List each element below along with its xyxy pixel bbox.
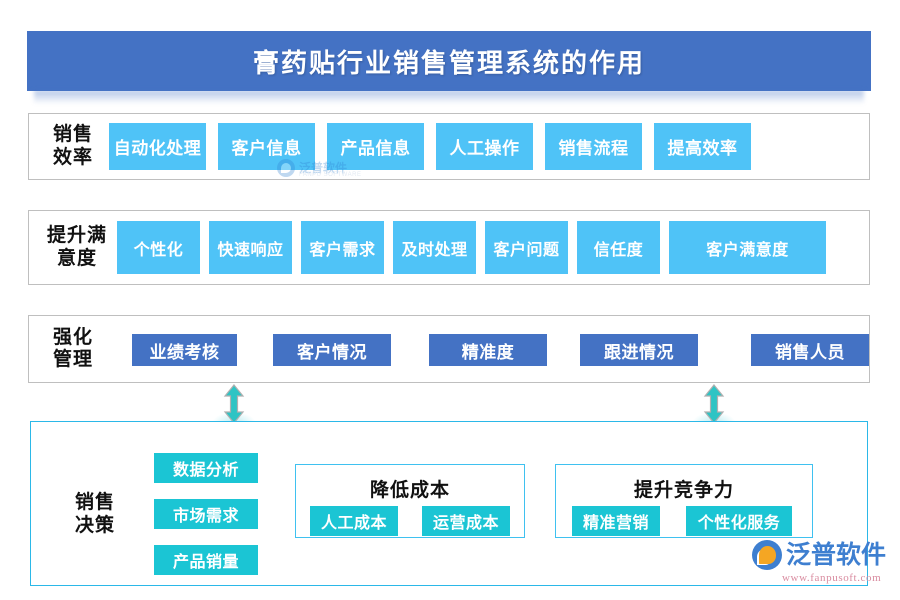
double-arrow-svg: [223, 384, 245, 424]
chip-item[interactable]: 提高效率: [654, 123, 751, 170]
chip-item[interactable]: 销售流程: [545, 123, 642, 170]
title-banner: 膏药贴行业销售管理系统的作用: [28, 32, 870, 90]
double-arrow-svg: [703, 384, 725, 424]
chip-item[interactable]: 自动化处理: [109, 123, 206, 170]
double-arrow-icon-left: [223, 384, 245, 424]
chip-item[interactable]: 人工成本: [310, 506, 398, 536]
section-satisfaction: 提升满 意度 个性化 快速响应 客户需求 及时处理 客户问题 信任度 客户满意度: [28, 210, 870, 285]
section-label-satisfaction: 提升满 意度: [37, 225, 117, 269]
chip-item[interactable]: 跟进情况: [580, 334, 698, 366]
chip-item[interactable]: 业绩考核: [132, 334, 237, 366]
chip-item[interactable]: 客户满意度: [669, 221, 826, 274]
chip-item[interactable]: 数据分析: [154, 453, 258, 483]
chip-item[interactable]: 快速响应: [209, 221, 292, 274]
double-arrow-icon-right: [703, 384, 725, 424]
chip-item[interactable]: 客户信息: [218, 123, 315, 170]
section-label-line1: 强化: [52, 326, 93, 348]
subpanel-cost-reduction: 降低成本 人工成本 运营成本: [295, 464, 525, 538]
subpanel-competitiveness: 提升竞争力 精准营销 个性化服务: [555, 464, 813, 538]
chip-item[interactable]: 信任度: [577, 221, 660, 274]
section-sales-decision: 销售 决策 数据分析 市场需求 产品销量 降低成本 人工成本 运营成本 提升竞争…: [30, 421, 868, 586]
section-label-line2: 决策: [74, 514, 115, 536]
chip-item[interactable]: 及时处理: [393, 221, 476, 274]
section-label-sales-efficiency: 销售 效率: [37, 124, 109, 168]
chip-item[interactable]: 个性化服务: [686, 506, 792, 536]
section-label-sales-decision: 销售 决策: [53, 492, 137, 538]
section-sales-efficiency: 销售 效率 自动化处理 客户信息 产品信息 人工操作 销售流程 提高效率: [28, 113, 870, 180]
section-label-line2: 效率: [52, 146, 93, 168]
chip-item[interactable]: 产品信息: [327, 123, 424, 170]
chip-list-satisfaction: 个性化 快速响应 客户需求 及时处理 客户问题 信任度 客户满意度: [117, 211, 869, 284]
chip-item[interactable]: 客户情况: [273, 334, 391, 366]
section-label-management: 强化 管理: [37, 327, 109, 371]
chip-item[interactable]: 市场需求: [154, 499, 258, 529]
title-reflection: [34, 90, 864, 104]
section-label-line2: 管理: [52, 349, 93, 370]
section-label-line1: 销售: [74, 492, 115, 513]
title-banner-wrapper: 膏药贴行业销售管理系统的作用: [28, 32, 870, 104]
section-management: 强化 管理 业绩考核 客户情况 精准度 跟进情况 销售人员: [28, 315, 870, 383]
chip-list-sales-efficiency: 自动化处理 客户信息 产品信息 人工操作 销售流程 提高效率: [109, 114, 869, 179]
chip-item[interactable]: 客户需求: [301, 221, 384, 274]
chip-item[interactable]: 人工操作: [436, 123, 533, 170]
subpanel-title: 降低成本: [369, 480, 450, 501]
chip-item[interactable]: 运营成本: [422, 506, 510, 536]
chip-list-management: 业绩考核 客户情况 精准度 跟进情况 销售人员: [109, 316, 869, 382]
chip-item[interactable]: 产品销量: [154, 545, 258, 575]
page-title: 膏药贴行业销售管理系统的作用: [252, 47, 645, 78]
chip-item[interactable]: 个性化: [117, 221, 200, 274]
section-label-line1: 提升满: [46, 225, 107, 247]
chip-item[interactable]: 客户问题: [485, 221, 568, 274]
chip-item[interactable]: 精准度: [429, 334, 547, 366]
subpanel-title: 提升竞争力: [633, 480, 734, 501]
chip-item[interactable]: 精准营销: [572, 506, 660, 536]
section-label-line1: 销售: [52, 124, 93, 146]
section-label-line2: 意度: [56, 247, 97, 269]
chip-item[interactable]: 销售人员: [751, 334, 869, 366]
